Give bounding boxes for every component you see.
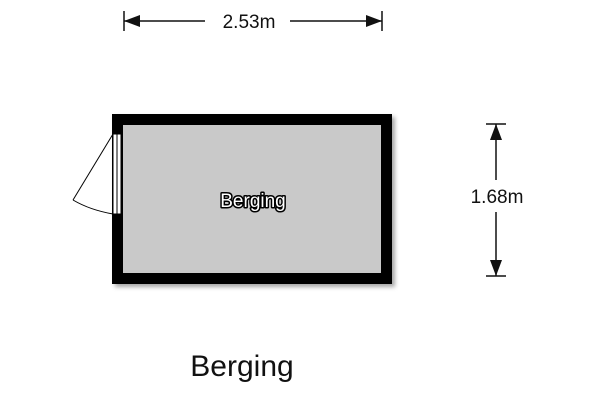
door-swing-icon (72, 133, 122, 215)
height-label: 1.68m (471, 187, 524, 208)
double-arrow-horizontal-icon (123, 11, 383, 31)
plan-title: Berging (190, 350, 293, 383)
room: Berging (112, 114, 392, 284)
width-dimension: 2.53m (123, 11, 383, 33)
height-dimension: 1.68m (471, 123, 524, 277)
room-label: Berging (220, 191, 286, 212)
width-label: 2.53m (223, 12, 276, 33)
room-floor (123, 125, 381, 273)
double-arrow-vertical-icon (486, 123, 506, 277)
